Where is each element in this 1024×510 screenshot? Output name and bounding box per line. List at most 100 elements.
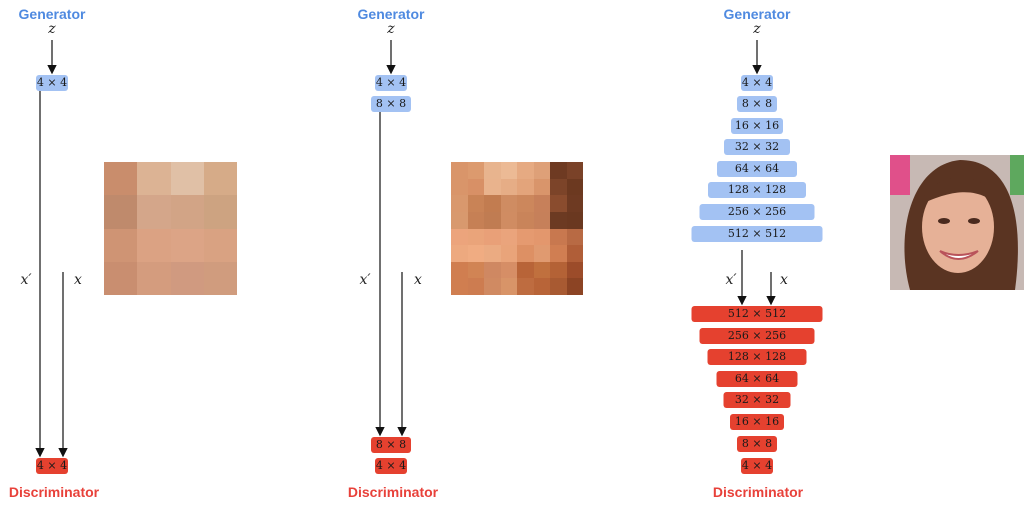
z-label-1: z — [48, 21, 56, 37]
pixel-cell — [467, 211, 484, 229]
pixel-cell — [550, 195, 567, 212]
pixel-cell — [484, 245, 501, 262]
pixel-cell — [137, 195, 171, 229]
pixel-cell — [550, 162, 567, 179]
pixel-cell — [467, 228, 484, 246]
pixel-cell — [500, 178, 517, 196]
generator-title-1: Generator — [18, 6, 86, 22]
disc-block-3: 4 × 4 — [741, 458, 773, 474]
generator-title-2: Generator — [357, 6, 425, 22]
pixel-cell — [500, 245, 517, 262]
gen-block-2-8x8: 8 × 8 — [371, 96, 411, 112]
pixel-cell — [467, 195, 484, 212]
pixel-cell — [517, 162, 534, 179]
discriminator-title-2: Discriminator — [347, 484, 439, 500]
disc-block-1: 4 × 4 — [36, 458, 68, 474]
pixel-cell — [484, 278, 501, 295]
pixel-cell — [104, 228, 138, 262]
generated-image-8x8 — [451, 162, 583, 295]
pixel-cell — [550, 245, 567, 262]
pixel-cell — [484, 178, 501, 196]
pixel-cell — [533, 261, 550, 279]
gen-block-3: 128 × 128 — [708, 182, 806, 198]
gen-block-3: 4 × 4 — [741, 75, 773, 91]
pixel-cell — [500, 228, 517, 246]
x-fake-label-2: x′ — [359, 272, 371, 288]
pixel-cell — [566, 245, 583, 262]
pixel-cell — [566, 261, 583, 279]
disc-block-2-4x4: 4 × 4 — [375, 458, 407, 474]
gen-block-3: 256 × 256 — [699, 204, 815, 220]
pixel-cell — [566, 178, 583, 196]
pixel-cell — [533, 245, 550, 262]
pixel-cell — [484, 162, 501, 179]
discriminator-title-1: Discriminator — [8, 484, 100, 500]
pixel-cell — [451, 245, 468, 262]
pixel-cell — [566, 162, 583, 179]
pixel-cell — [467, 278, 484, 295]
pixel-cell — [451, 211, 468, 229]
pixel-cell — [533, 228, 550, 246]
pixel-cell — [484, 261, 501, 279]
pixel-cell — [203, 261, 237, 295]
pixel-cell — [517, 211, 534, 229]
generated-image-4x4 — [104, 162, 237, 295]
pixel-cell — [104, 261, 138, 295]
pixel-cell — [533, 211, 550, 229]
pixel-cell — [517, 228, 534, 246]
gen-block-3: 512 × 512 — [691, 226, 823, 242]
pixel-cell — [170, 261, 204, 295]
pixel-cell — [533, 178, 550, 196]
pixel-cell — [550, 211, 567, 229]
pixel-cell — [484, 228, 501, 246]
pixel-cell — [550, 178, 567, 196]
x-real-label-2: x — [414, 272, 422, 288]
disc-block-3: 512 × 512 — [691, 306, 823, 322]
gen-block-3: 16 × 16 — [731, 118, 783, 134]
gen-block-3: 32 × 32 — [724, 139, 790, 155]
pixel-cell — [467, 162, 484, 179]
pixel-cell — [170, 162, 204, 196]
pixel-cell — [517, 245, 534, 262]
disc-block-3: 16 × 16 — [730, 414, 784, 430]
pixel-cell — [500, 211, 517, 229]
gen-block-1: 4 × 4 — [36, 75, 68, 91]
pixel-cell — [104, 162, 138, 196]
pixel-cell — [484, 195, 501, 212]
pixel-cell — [203, 162, 237, 196]
pixel-cell — [566, 211, 583, 229]
pixel-cell — [550, 261, 567, 279]
pixel-cell — [517, 278, 534, 295]
pixel-cell — [137, 261, 171, 295]
pixel-cell — [500, 278, 517, 295]
generated-face-image — [890, 155, 1024, 290]
disc-block-2-8x8: 8 × 8 — [371, 437, 411, 453]
pixel-cell — [566, 228, 583, 246]
pixel-cell — [566, 278, 583, 295]
x-fake-label-1: x′ — [20, 272, 32, 288]
pixel-cell — [451, 195, 468, 212]
x-real-label-1: x — [74, 272, 82, 288]
pixel-cell — [517, 195, 534, 212]
z-label-2: z — [387, 21, 395, 37]
pixel-cell — [517, 178, 534, 196]
pixel-cell — [500, 261, 517, 279]
pixel-cell — [467, 245, 484, 262]
discriminator-title-3: Discriminator — [712, 484, 804, 500]
pixel-cell — [467, 178, 484, 196]
pixel-cell — [533, 195, 550, 212]
pixel-cell — [484, 211, 501, 229]
pixel-cell — [137, 228, 171, 262]
pixel-cell — [533, 162, 550, 179]
pixel-cell — [467, 261, 484, 279]
pixel-cell — [137, 162, 171, 196]
pixel-cell — [170, 228, 204, 262]
pixel-cell — [451, 162, 468, 179]
disc-block-3: 8 × 8 — [737, 436, 777, 452]
disc-block-3: 32 × 32 — [723, 392, 791, 408]
disc-block-3: 256 × 256 — [699, 328, 815, 344]
pixel-cell — [451, 261, 468, 279]
disc-block-3: 128 × 128 — [707, 349, 807, 365]
pixel-cell — [533, 278, 550, 295]
